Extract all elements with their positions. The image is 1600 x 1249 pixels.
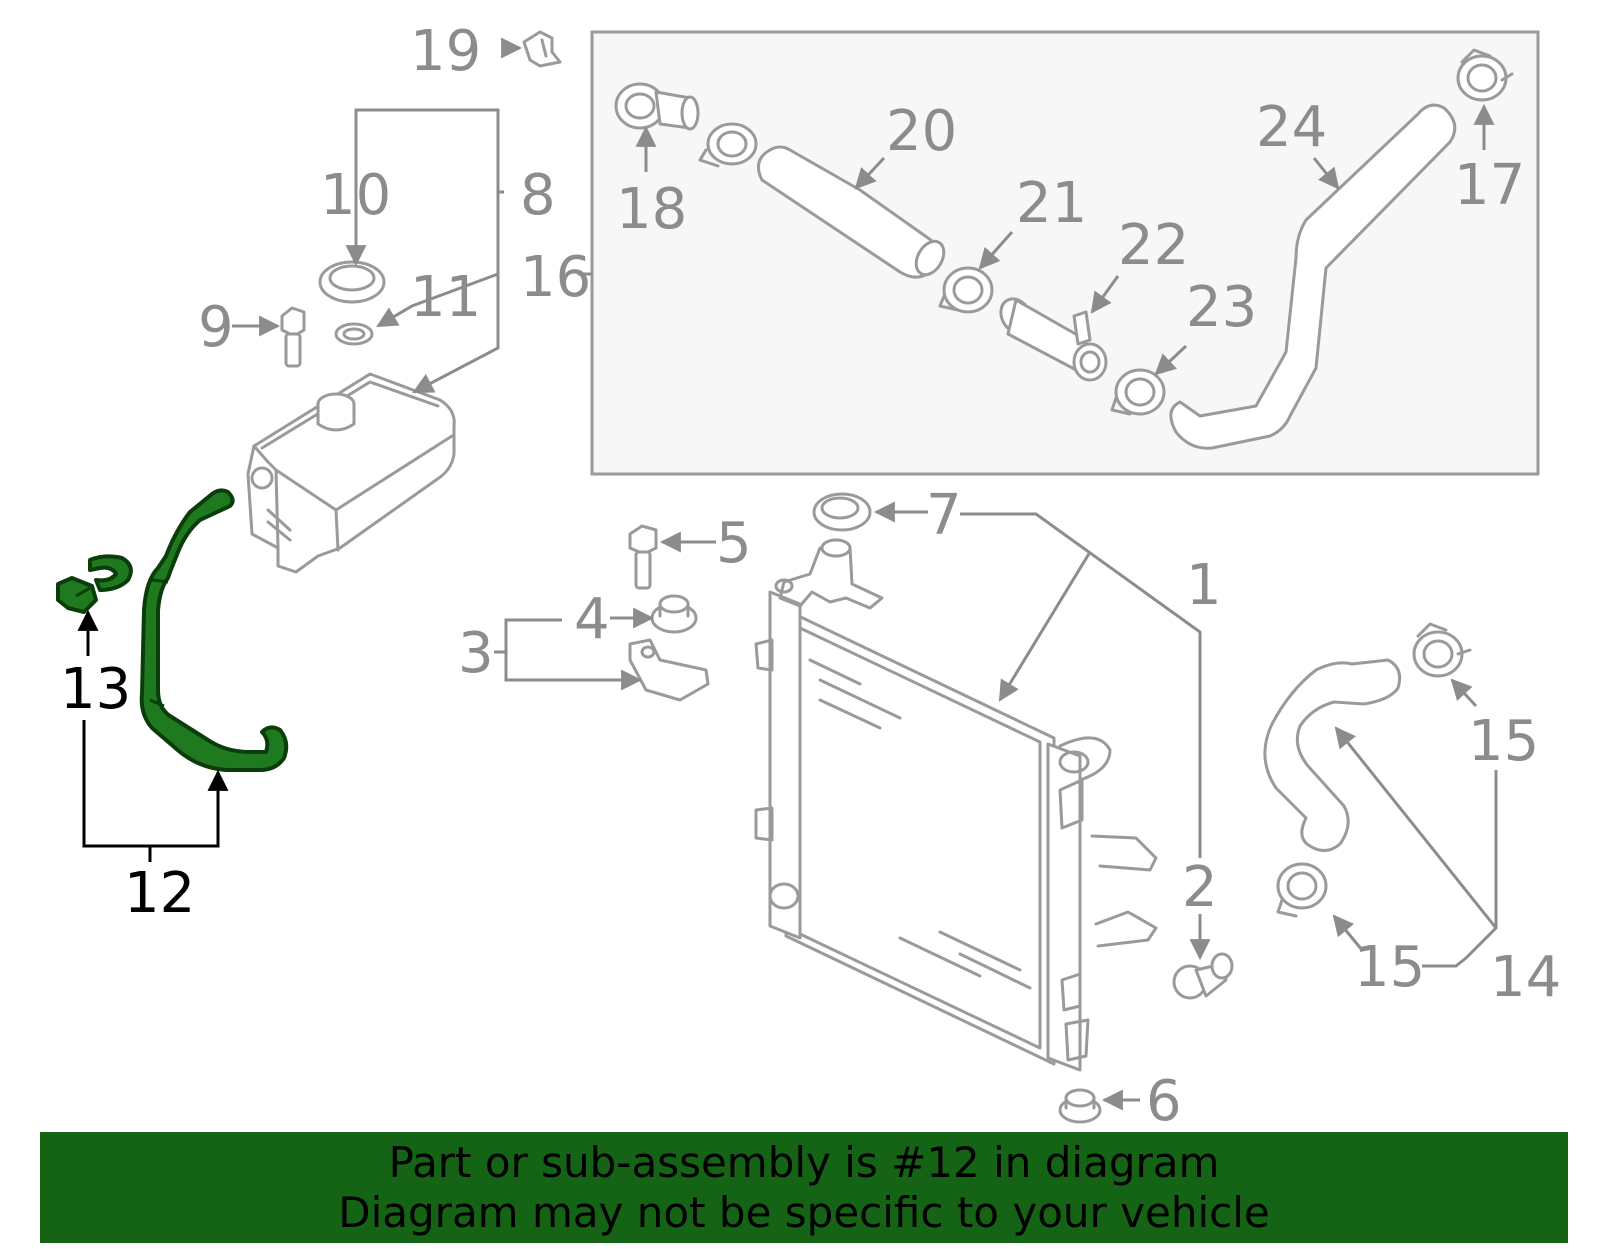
part-1-radiator [754,538,1158,1072]
callout-24: 24 [1256,95,1327,160]
part-8-reservoir [246,372,456,574]
callout-15-top: 15 [1468,709,1539,774]
callout-1: 1 [1186,553,1222,618]
callout-3: 3 [458,621,494,686]
callout-4: 4 [574,587,610,652]
callout-13: 13 [60,657,131,722]
callout-19: 19 [410,19,481,84]
callout-11: 11 [410,265,481,330]
callout-23: 23 [1186,275,1257,340]
part-9-bolt [280,306,306,368]
part-4-mount [650,594,698,634]
part-11-gasket [334,322,374,346]
part-22-pipe [999,297,1108,382]
banner-line-disclaimer: Diagram may not be specific to your vehi… [338,1187,1270,1237]
callout-21: 21 [1016,171,1087,236]
callout-5: 5 [716,511,752,576]
callout-15-bottom: 15 [1354,935,1425,1000]
banner-line-part: Part or sub-assembly is #12 in diagram [388,1137,1220,1187]
callout-10: 10 [320,163,391,228]
part-5-bolt [628,524,658,590]
callout-18: 18 [616,177,687,242]
callout-16: 16 [520,245,591,310]
callout-6: 6 [1146,1069,1182,1134]
part-24-hose [1169,103,1457,450]
callout-7: 7 [926,483,962,548]
part-20-hose [756,145,946,279]
part-2-drain-plug [1172,952,1234,1000]
part-7-cap [812,492,872,532]
part-13-clip-highlighted [56,554,133,614]
part-17-clamp [1456,48,1514,102]
part-14-hose [1263,658,1402,852]
callout-12: 12 [124,861,195,926]
info-banner: Part or sub-assembly is #12 in diagram D… [40,1132,1568,1243]
part-clamp-a [698,122,758,168]
callout-22: 22 [1118,213,1189,278]
callout-8: 8 [520,163,556,228]
part-15-clamp-bottom [1276,862,1328,918]
part-21-clamp [938,266,994,314]
part-19-clip [522,30,562,68]
leader-lines [77,37,1498,1111]
part-12-hose-highlighted [139,488,289,772]
part-10-cap [318,260,386,304]
callout-14: 14 [1490,945,1561,1010]
part-18-elbow [614,82,700,131]
callout-9: 9 [198,295,234,360]
part-3-bracket [628,638,710,702]
inset-box-16 [590,30,1540,476]
part-6-mount [1058,1088,1102,1124]
callout-17: 17 [1454,153,1525,218]
part-23-clamp [1110,368,1166,416]
callout-20: 20 [886,99,957,164]
part-15-clamp-top [1412,622,1472,678]
callout-2: 2 [1182,855,1218,920]
